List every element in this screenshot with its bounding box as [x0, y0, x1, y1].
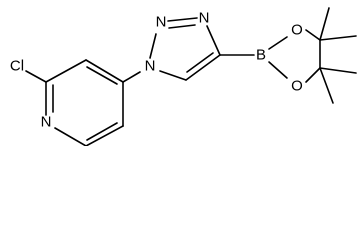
bond-c4-c5-double — [186, 52, 214, 73]
atom-labels: Cl N N N N B O O — [10, 10, 303, 131]
triazole-n2-label: N — [156, 14, 167, 31]
pinacol-boronate-ring — [268, 29, 321, 83]
bond-b-o-upper — [268, 36, 288, 50]
bond-c3-c4-double — [86, 66, 118, 85]
pyridine-nitrogen-label: N — [41, 114, 52, 131]
chlorine-label: Cl — [10, 58, 24, 75]
bond-c5-n1 — [159, 70, 187, 81]
chemical-structure: Cl N N N N B O O — [10, 7, 357, 146]
triazole-n1-label: N — [145, 58, 156, 75]
methyl-bond-4 — [319, 67, 334, 104]
methyl-groups — [319, 7, 357, 104]
bond-c5-c6-double — [86, 122, 118, 141]
bond-b-o-lower — [268, 61, 288, 79]
bond-c2-c3 — [45, 59, 87, 83]
methyl-bond-2 — [319, 35, 357, 41]
triazole-n3-label: N — [199, 10, 210, 27]
bond-n2-n3 — [167, 17, 198, 22]
methyl-bond-3 — [319, 67, 357, 74]
boron-label: B — [256, 47, 266, 64]
bond-c4-c5 — [185, 54, 221, 81]
oxygen-upper-label: O — [291, 22, 303, 39]
bond-c2-cl — [25, 70, 47, 83]
triazole-ring — [149, 17, 221, 81]
bond-c5-c6 — [85, 125, 124, 146]
bond-o-lower-c — [305, 67, 321, 83]
methyl-bond-1 — [319, 7, 330, 41]
bond-n3-c4 — [206, 25, 221, 56]
bond-pyridine-triazole — [122, 71, 141, 83]
bond-c3-c4 — [85, 59, 124, 83]
bond-n2-n3-double — [168, 24, 196, 29]
bond-o-upper-c — [305, 29, 321, 41]
pyridine-ring — [25, 59, 124, 146]
bond-c6-n — [54, 127, 87, 146]
oxygen-lower-label: O — [291, 78, 303, 95]
bond-n1-n2 — [149, 33, 157, 59]
